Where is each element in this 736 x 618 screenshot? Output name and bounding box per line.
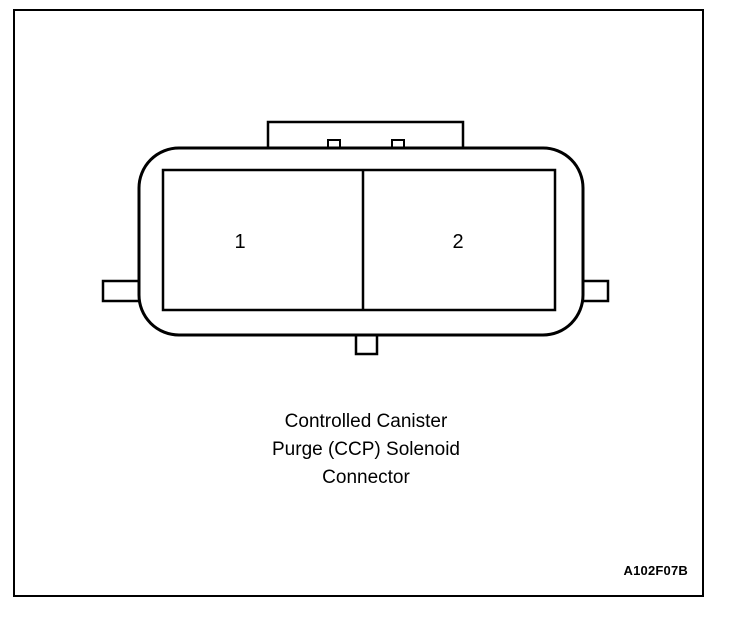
- caption-line-3: Connector: [322, 467, 410, 488]
- caption-line-2: Purge (CCP) Solenoid: [272, 439, 460, 460]
- caption-line-1: Controlled Canister: [284, 411, 448, 432]
- connector-top-latch: [266, 120, 465, 150]
- pin-label-1: 1: [234, 231, 245, 253]
- pin-label-2: 2: [452, 231, 463, 253]
- connector-left-tab: [101, 279, 143, 303]
- figure-frame: [13, 9, 704, 597]
- figure-id: A102F07B: [623, 563, 688, 578]
- connector-cavity: [161, 168, 557, 312]
- connector-caption: Controlled Canister Purge (CCP) Solenoid…: [216, 408, 516, 492]
- connector-body: [137, 146, 585, 337]
